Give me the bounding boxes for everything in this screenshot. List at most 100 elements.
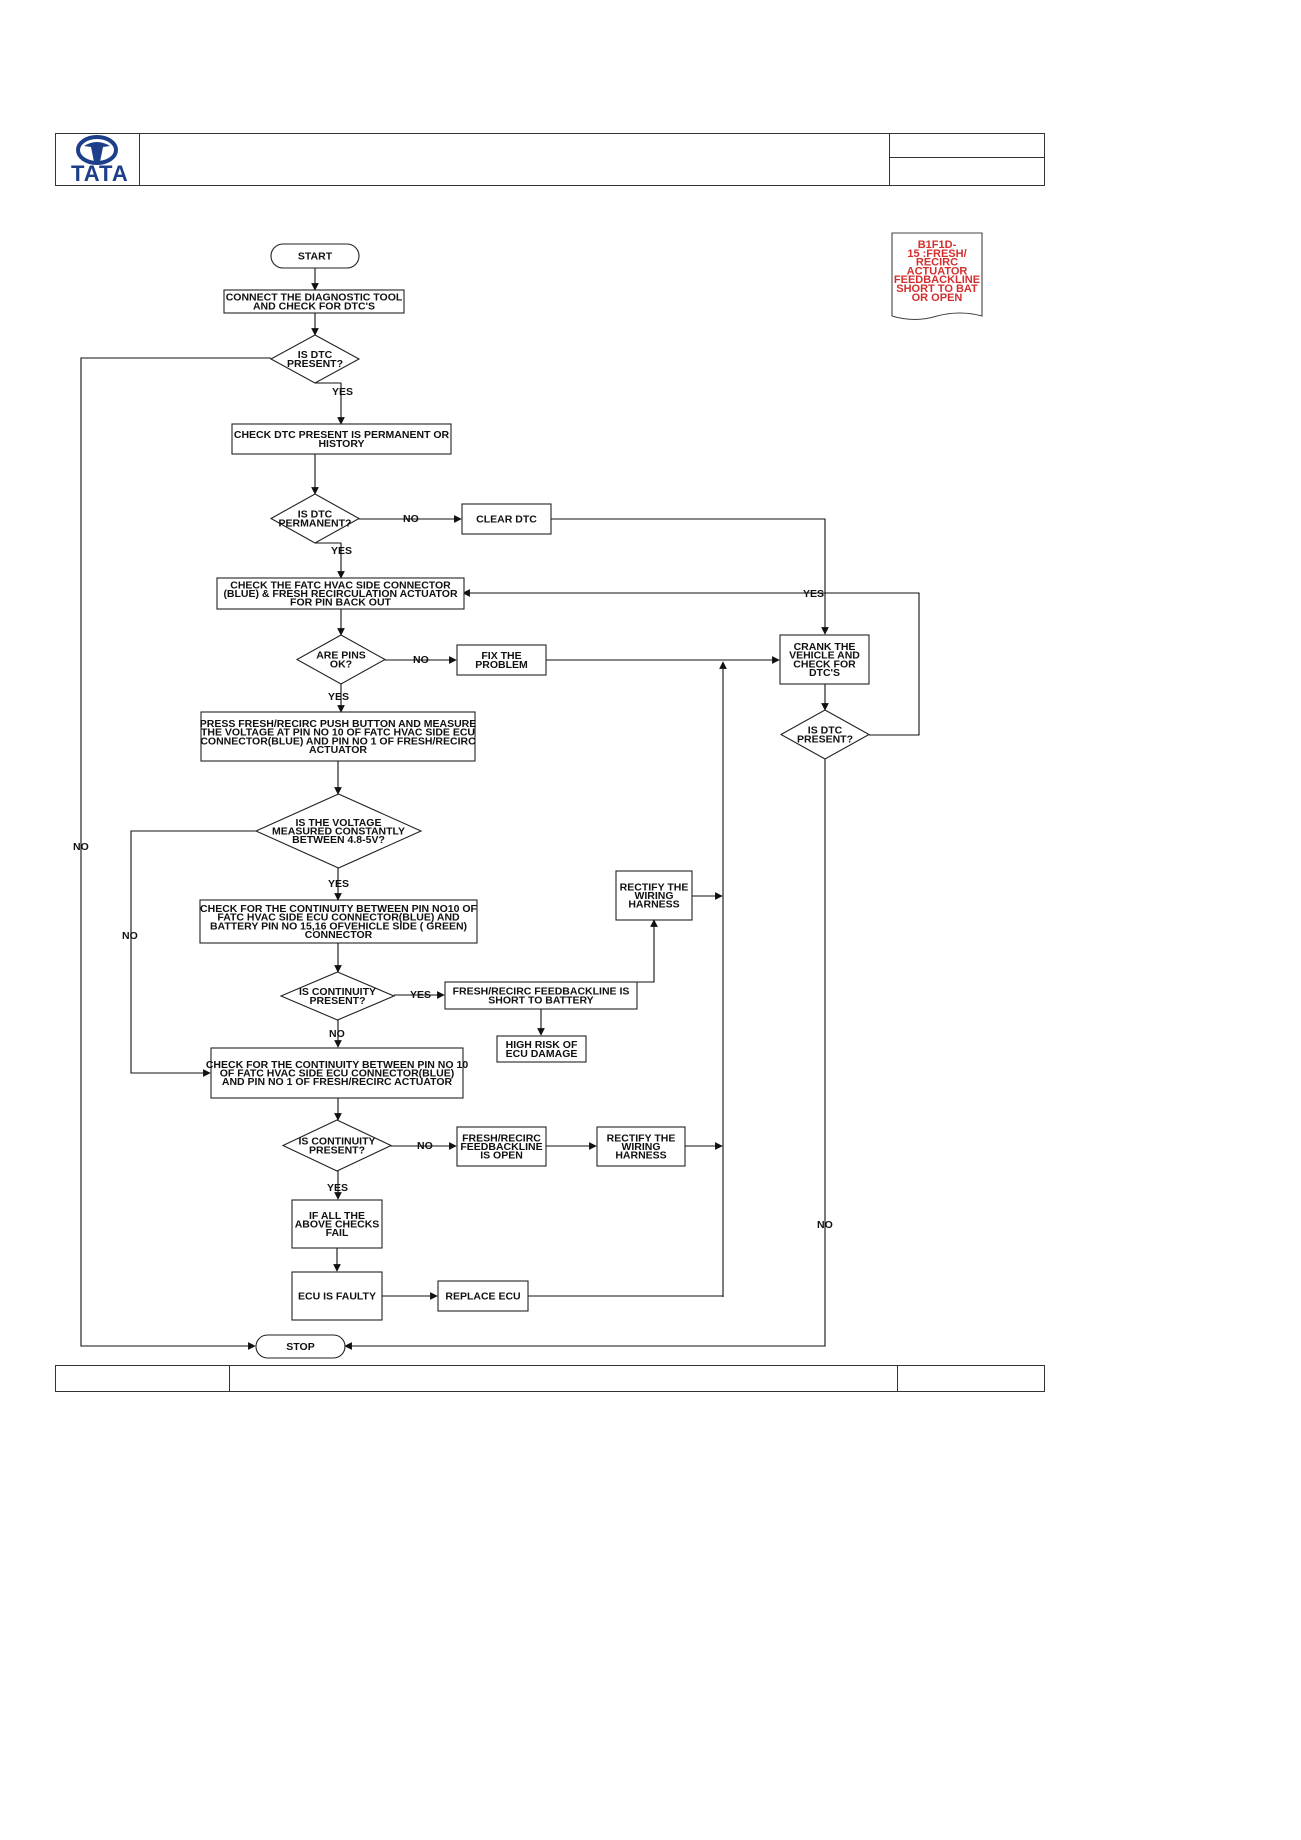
node-is-cont2-text: IS CONTINUITY bbox=[298, 1136, 375, 1148]
tata-logo-text: TATA bbox=[71, 161, 129, 186]
node-replace: REPLACE ECU bbox=[437, 1280, 529, 1312]
node-check-conn-text: CHECK THE FATC HVAC SIDE CONNECTOR bbox=[230, 579, 451, 591]
node-clear-dtc-shape bbox=[461, 503, 552, 535]
node-check-cont-act: CHECK FOR THE CONTINUITY BETWEEN PIN NO … bbox=[206, 1047, 468, 1099]
node-rectify2-text: WIRING bbox=[621, 1141, 660, 1153]
node-high-risk-text: HIGH RISK OF bbox=[506, 1039, 578, 1051]
node-press-text: PRESS FRESH/RECIRC PUSH BUTTON AND MEASU… bbox=[200, 718, 477, 730]
node-check-cont-bat-text: BATTERY PIN NO 15,16 OFVEHICLE SIDE ( GR… bbox=[210, 920, 467, 932]
node-ecu-faulty: ECU IS FAULTY bbox=[291, 1271, 383, 1321]
node-connect-text: CONNECT THE DIAGNOSTIC TOOL bbox=[226, 292, 403, 304]
label-yes-continuity-1: YES bbox=[410, 989, 431, 1001]
label-no-voltage: NO bbox=[122, 930, 138, 942]
node-check-conn: CHECK THE FATC HVAC SIDE CONNECTOR(BLUE)… bbox=[216, 577, 465, 610]
node-replace-shape bbox=[437, 1280, 529, 1312]
label-no-continuity-1: NO bbox=[329, 1028, 345, 1040]
node-crank-shape bbox=[779, 634, 870, 685]
node-ecu-faulty-shape bbox=[291, 1271, 383, 1321]
node-stop: STOP bbox=[255, 1334, 346, 1359]
node-crank-text: DTC'S bbox=[809, 667, 840, 679]
node-all-fail-text: FAIL bbox=[326, 1227, 349, 1239]
node-is-voltage-text: MEASURED CONSTANTLY bbox=[272, 826, 405, 838]
node-check-cont-bat-text: CHECK FOR THE CONTINUITY BETWEEN PIN NO1… bbox=[200, 903, 477, 915]
node-is-voltage-text: BETWEEN 4.8-5V? bbox=[292, 834, 385, 846]
node-replace-text: REPLACE ECU bbox=[445, 1291, 520, 1303]
node-check-perm-text: HISTORY bbox=[318, 438, 364, 450]
node-rectify1-text: RECTIFY THE bbox=[620, 881, 689, 893]
node-rectify2-text: RECTIFY THE bbox=[607, 1132, 676, 1144]
dtc-code-tag-line: ACTUATOR bbox=[907, 265, 968, 277]
node-check-conn-shape bbox=[216, 577, 465, 610]
node-check-cont-bat-text: CONNECTOR bbox=[305, 929, 373, 941]
node-rectify1-text: WIRING bbox=[634, 890, 673, 902]
node-is-dtc1-text: PRESENT? bbox=[287, 358, 343, 370]
node-fix-shape bbox=[456, 644, 547, 676]
header-right-cell bbox=[889, 133, 1045, 186]
node-short-bat-shape bbox=[444, 981, 638, 1010]
label-yes-continuity-2: YES bbox=[327, 1182, 348, 1194]
node-pins-ok-text: ARE PINS bbox=[316, 650, 366, 662]
node-all-fail-text: IF ALL THE bbox=[309, 1210, 365, 1222]
node-is-dtc2-text: PRESENT? bbox=[797, 733, 853, 745]
dtc-code-tag-line: RECIRC bbox=[916, 257, 958, 269]
node-check-cont-bat: CHECK FOR THE CONTINUITY BETWEEN PIN NO1… bbox=[199, 899, 478, 944]
node-short-bat-text: SHORT TO BATTERY bbox=[488, 994, 593, 1006]
node-is-voltage-text: IS THE VOLTAGE bbox=[296, 817, 382, 829]
node-short-bat-text: FRESH/RECIRC FEEDBACKLINE IS bbox=[453, 986, 630, 998]
node-clear-dtc-text: CLEAR DTC bbox=[476, 514, 537, 526]
node-connect-text: AND CHECK FOR DTC'S bbox=[253, 300, 375, 312]
node-crank-text: CRANK THE bbox=[794, 641, 856, 653]
label-yes-permanent: YES bbox=[331, 545, 352, 557]
tata-logo-t-mark bbox=[84, 142, 110, 162]
node-press-shape bbox=[200, 711, 476, 762]
label-yes-pins: YES bbox=[328, 691, 349, 703]
node-is-cont2-text: PRESENT? bbox=[309, 1144, 365, 1156]
node-check-conn-text: FOR PIN BACK OUT bbox=[290, 597, 392, 609]
node-rectify1-shape bbox=[615, 870, 693, 921]
node-is-dtc1-text: IS DTC bbox=[298, 349, 333, 361]
node-clear-dtc: CLEAR DTC bbox=[461, 503, 552, 535]
node-pins-ok-shape bbox=[295, 634, 387, 685]
node-check-cont-act-text: CHECK FOR THE CONTINUITY BETWEEN PIN NO … bbox=[206, 1059, 468, 1071]
node-rectify2-text: HARNESS bbox=[615, 1150, 666, 1162]
header-logo-cell bbox=[55, 133, 140, 186]
dtc-code-tag-shape bbox=[891, 232, 983, 321]
node-start-text: START bbox=[298, 251, 333, 263]
node-fix-text: PROBLEM bbox=[475, 659, 528, 671]
node-is-dtc1-shape bbox=[269, 334, 361, 384]
label-no-dtc-present-2: NO bbox=[817, 1219, 833, 1231]
header-right-divider bbox=[889, 157, 1045, 158]
node-rectify2-shape bbox=[596, 1126, 686, 1167]
label-no-permanent: NO bbox=[403, 513, 419, 525]
node-open-text: FEEDBACKLINE bbox=[460, 1141, 542, 1153]
node-all-fail-shape bbox=[291, 1199, 383, 1249]
node-rectify1-text: HARNESS bbox=[628, 899, 679, 911]
node-check-cont-bat-shape bbox=[199, 899, 478, 944]
footer-right-cell bbox=[897, 1365, 1045, 1392]
node-open-text: FRESH/RECIRC bbox=[462, 1132, 541, 1144]
node-open-text: IS OPEN bbox=[480, 1150, 523, 1162]
label-yes-voltage: YES bbox=[328, 878, 349, 890]
node-is-dtc2-shape bbox=[779, 709, 871, 760]
node-crank-text: CHECK FOR bbox=[793, 658, 856, 670]
node-is-perm-text: IS DTC bbox=[298, 509, 333, 521]
node-ecu-faulty-text: ECU IS FAULTY bbox=[298, 1291, 376, 1303]
node-open-shape bbox=[456, 1126, 547, 1167]
dtc-code-tag-line: OR OPEN bbox=[912, 292, 963, 304]
